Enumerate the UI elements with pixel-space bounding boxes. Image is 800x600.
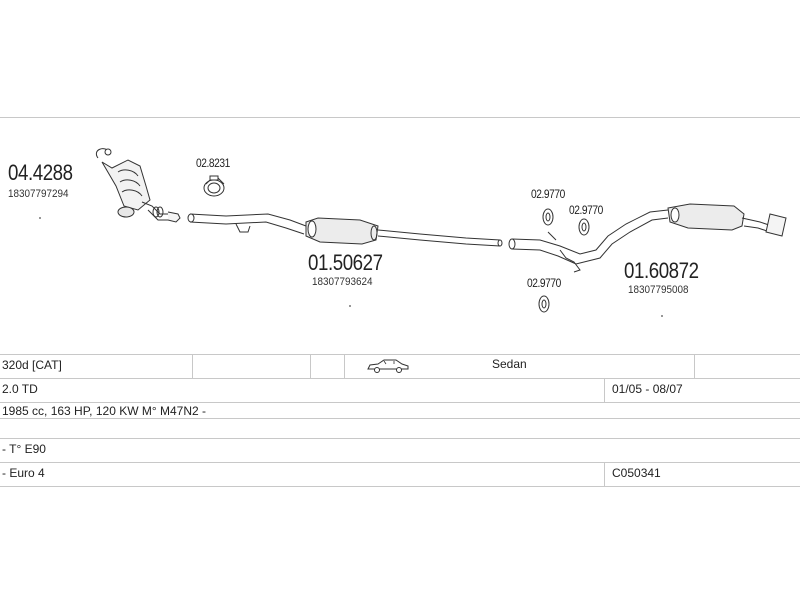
rubber-mount-c-icon[interactable] — [538, 295, 550, 313]
rubber-mount-b-icon[interactable] — [578, 218, 590, 236]
exhaust-clamp-icon[interactable] — [203, 175, 225, 197]
vehicle-type-cell: - T° E90 — [2, 442, 46, 456]
table-line-6 — [0, 462, 800, 463]
engine-cell: 2.0 TD — [2, 382, 38, 396]
rear-pipe-icon[interactable] — [508, 209, 669, 273]
row1-sep-1 — [192, 354, 193, 378]
rubber-mount-c-part-number: 02.9770 — [527, 276, 561, 290]
table-line-1 — [0, 354, 800, 355]
row1-sep-2 — [310, 354, 311, 378]
table-line-4 — [0, 418, 800, 419]
emission-standard-cell: - Euro 4 — [2, 466, 45, 480]
row5-sep — [604, 462, 605, 486]
rear-silencer-oe-number: 18307795008 — [628, 284, 689, 296]
front-cat-part-number: 04.4288 — [8, 160, 73, 185]
system-code-cell: C050341 — [612, 466, 661, 480]
exhaust-drawing — [39, 148, 787, 317]
engine-spec-cell: 1985 cc, 163 HP, 120 KW M° M47N2 - — [2, 404, 207, 418]
rear-silencer-icon[interactable] — [667, 203, 787, 237]
table-line-3 — [0, 402, 800, 403]
clamp-part-number: 02.8231 — [196, 156, 230, 170]
body-type-cell: Sedan — [492, 357, 527, 371]
row1-sep-4 — [694, 354, 695, 378]
middle-silencer-part-number: 01.50627 — [308, 250, 383, 275]
production-period-cell: 01/05 - 08/07 — [612, 382, 683, 396]
sedan-car-icon — [366, 358, 410, 379]
rubber-mount-b-part-number: 02.9770 — [569, 203, 603, 217]
middle-silencer-oe-number: 18307793624 — [312, 276, 373, 288]
row2-sep — [604, 378, 605, 402]
table-line-2 — [0, 378, 800, 379]
diagram-top-border — [0, 117, 800, 118]
table-line-7 — [0, 486, 800, 487]
rear-silencer-part-number: 01.60872 — [624, 258, 699, 283]
table-line-5 — [0, 438, 800, 439]
model-cell: 320d [CAT] — [2, 358, 62, 372]
rubber-mount-a-part-number: 02.9770 — [531, 187, 565, 201]
rubber-mount-a-icon[interactable] — [542, 208, 554, 226]
catalytic-converter-icon[interactable] — [96, 148, 181, 223]
middle-silencer-icon[interactable] — [305, 217, 503, 247]
row1-sep-3 — [344, 354, 345, 378]
front-pipe-icon[interactable] — [187, 213, 307, 235]
front-cat-oe-number: 18307797294 — [8, 188, 69, 200]
